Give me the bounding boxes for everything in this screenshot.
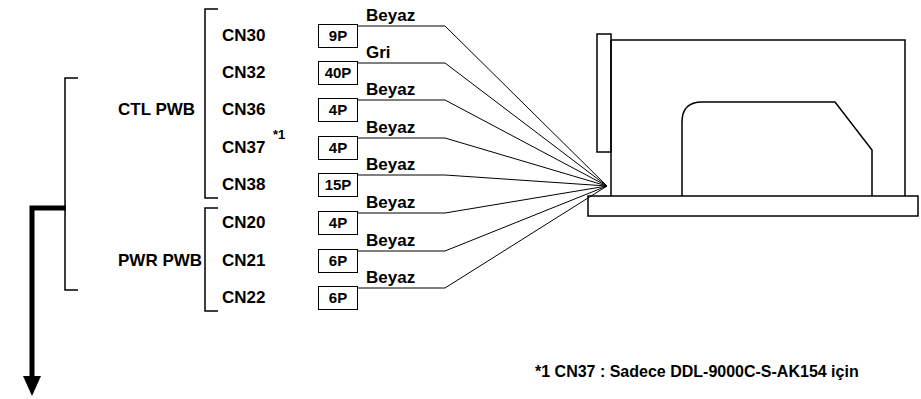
pin-count-box: 15P [318,173,358,197]
wire-color: Gri [366,43,391,63]
pin-count-box: 4P [318,98,358,122]
connector-name: CN32 [222,63,265,83]
pin-count: 4P [329,101,347,119]
cable-line [358,138,607,186]
pin-count-box: 6P [318,286,358,310]
machine-base [588,196,918,216]
wire-color: Beyaz [366,80,415,100]
cable-line [358,63,607,186]
connector-name: CN36 [222,100,265,120]
pin-count: 4P [329,214,347,232]
pin-count: 9P [329,27,347,45]
footnote-mark: *1 [273,127,285,143]
connector-name: CN22 [222,288,265,308]
machine-body [611,40,905,196]
cable-line [358,186,607,288]
connector-name: CN20 [222,213,265,233]
cable-line [358,186,607,251]
pin-count: 4P [329,139,347,157]
pin-count-box: 40P [318,61,358,85]
bracket [65,78,78,290]
arrow-head [23,376,41,396]
pin-count: 15P [325,176,352,194]
wire-color: Beyaz [366,155,415,175]
handwheel [597,34,611,152]
cable-line [358,100,607,186]
bracket [205,208,218,311]
wire-color: Beyaz [366,231,415,251]
board-name: PWR PWB [118,251,202,271]
pin-count-box: 9P [318,24,358,48]
connector-name: CN21 [222,251,265,271]
wire-color: Beyaz [366,193,415,213]
pin-count-box: 4P [318,136,358,160]
pin-count-box: 4P [318,211,358,235]
wire-color: Beyaz [366,6,415,26]
wire-color: Beyaz [366,118,415,138]
wire-color: Beyaz [366,268,415,288]
bracket [205,9,218,198]
footnote: *1 CN37 : Sadece DDL-9000C-S-AK154 için [535,362,859,382]
connector-name: CN37 [222,138,265,158]
pin-count-box: 6P [318,249,358,273]
flow-arrow [32,208,66,378]
pin-count: 6P [329,252,347,270]
machine-arm [682,102,872,196]
connector-name: CN38 [222,175,265,195]
connector-name: CN30 [222,26,265,46]
pin-count: 40P [325,64,352,82]
pin-count: 6P [329,289,347,307]
board-name: CTL PWB [118,100,195,120]
cable-line [358,175,607,186]
cable-line [358,26,607,186]
